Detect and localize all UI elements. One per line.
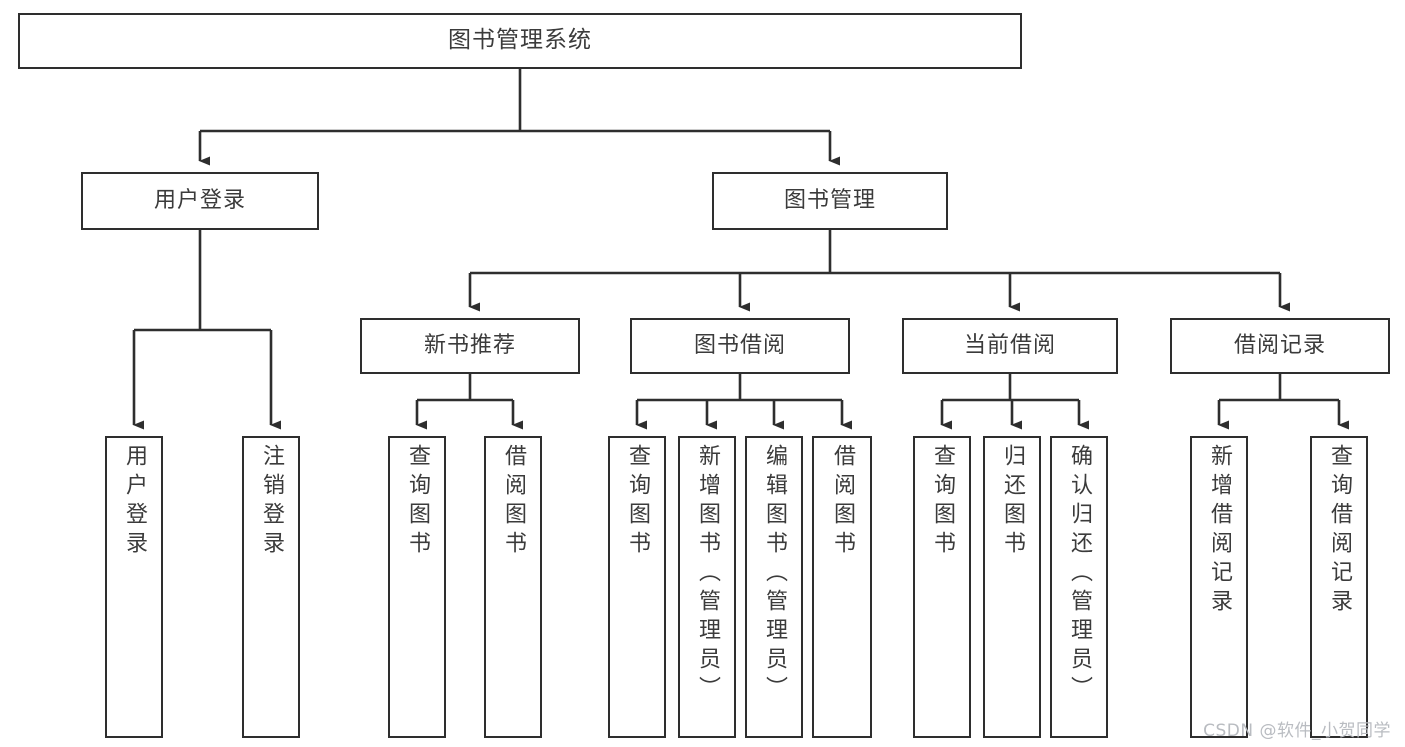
watermark-text: CSDN @软件_小贺同学 bbox=[1203, 721, 1391, 741]
node-current[interactable]: 当前借阅 bbox=[902, 318, 1118, 374]
node-label: 借阅图书 bbox=[830, 444, 855, 560]
node-label: 当前借阅 bbox=[963, 333, 1056, 359]
node-label: 归还图书 bbox=[1000, 444, 1025, 560]
node-leaf-user-logout[interactable]: 注销登录 bbox=[242, 436, 300, 738]
node-label: 图书借阅 bbox=[693, 333, 786, 359]
node-label: 编辑图书（管理员） bbox=[762, 444, 787, 705]
node-root[interactable]: 图书管理系统 bbox=[18, 13, 1022, 69]
node-borrow[interactable]: 图书借阅 bbox=[630, 318, 850, 374]
node-leaf-current-return[interactable]: 归还图书 bbox=[983, 436, 1041, 738]
node-label: 查询图书 bbox=[930, 444, 955, 560]
node-leaf-new-query[interactable]: 查询图书 bbox=[388, 436, 446, 738]
node-newbook[interactable]: 新书推荐 bbox=[360, 318, 580, 374]
node-bookmgmt[interactable]: 图书管理 bbox=[712, 172, 948, 230]
node-leaf-record-add[interactable]: 新增借阅记录 bbox=[1190, 436, 1248, 738]
node-records[interactable]: 借阅记录 bbox=[1170, 318, 1390, 374]
node-label: 查询借阅记录 bbox=[1327, 444, 1352, 618]
node-leaf-new-borrow[interactable]: 借阅图书 bbox=[484, 436, 542, 738]
node-leaf-current-confirm[interactable]: 确认归还（管理员） bbox=[1050, 436, 1108, 738]
node-leaf-borrow-query[interactable]: 查询图书 bbox=[608, 436, 666, 738]
node-label: 新增图书（管理员） bbox=[695, 444, 720, 705]
node-leaf-user-login[interactable]: 用户登录 bbox=[105, 436, 163, 738]
node-label: 图书管理 bbox=[783, 188, 876, 214]
node-label: 借阅图书 bbox=[501, 444, 526, 560]
node-label: 确认归还（管理员） bbox=[1067, 444, 1092, 705]
node-leaf-borrow-lend[interactable]: 借阅图书 bbox=[812, 436, 872, 738]
node-leaf-borrow-edit[interactable]: 编辑图书（管理员） bbox=[745, 436, 803, 738]
node-label: 查询图书 bbox=[405, 444, 430, 560]
node-label: 新书推荐 bbox=[423, 333, 516, 359]
node-leaf-current-query[interactable]: 查询图书 bbox=[913, 436, 971, 738]
node-label: 注销登录 bbox=[259, 444, 284, 560]
node-label: 新增借阅记录 bbox=[1207, 444, 1232, 618]
node-label: 借阅记录 bbox=[1233, 333, 1326, 359]
node-leaf-record-query[interactable]: 查询借阅记录 bbox=[1310, 436, 1368, 738]
node-label: 查询图书 bbox=[625, 444, 650, 560]
node-label: 用户登录 bbox=[153, 188, 246, 214]
node-label: 图书管理系统 bbox=[448, 27, 592, 54]
node-login[interactable]: 用户登录 bbox=[81, 172, 319, 230]
node-leaf-borrow-add[interactable]: 新增图书（管理员） bbox=[678, 436, 736, 738]
node-label: 用户登录 bbox=[122, 444, 147, 560]
